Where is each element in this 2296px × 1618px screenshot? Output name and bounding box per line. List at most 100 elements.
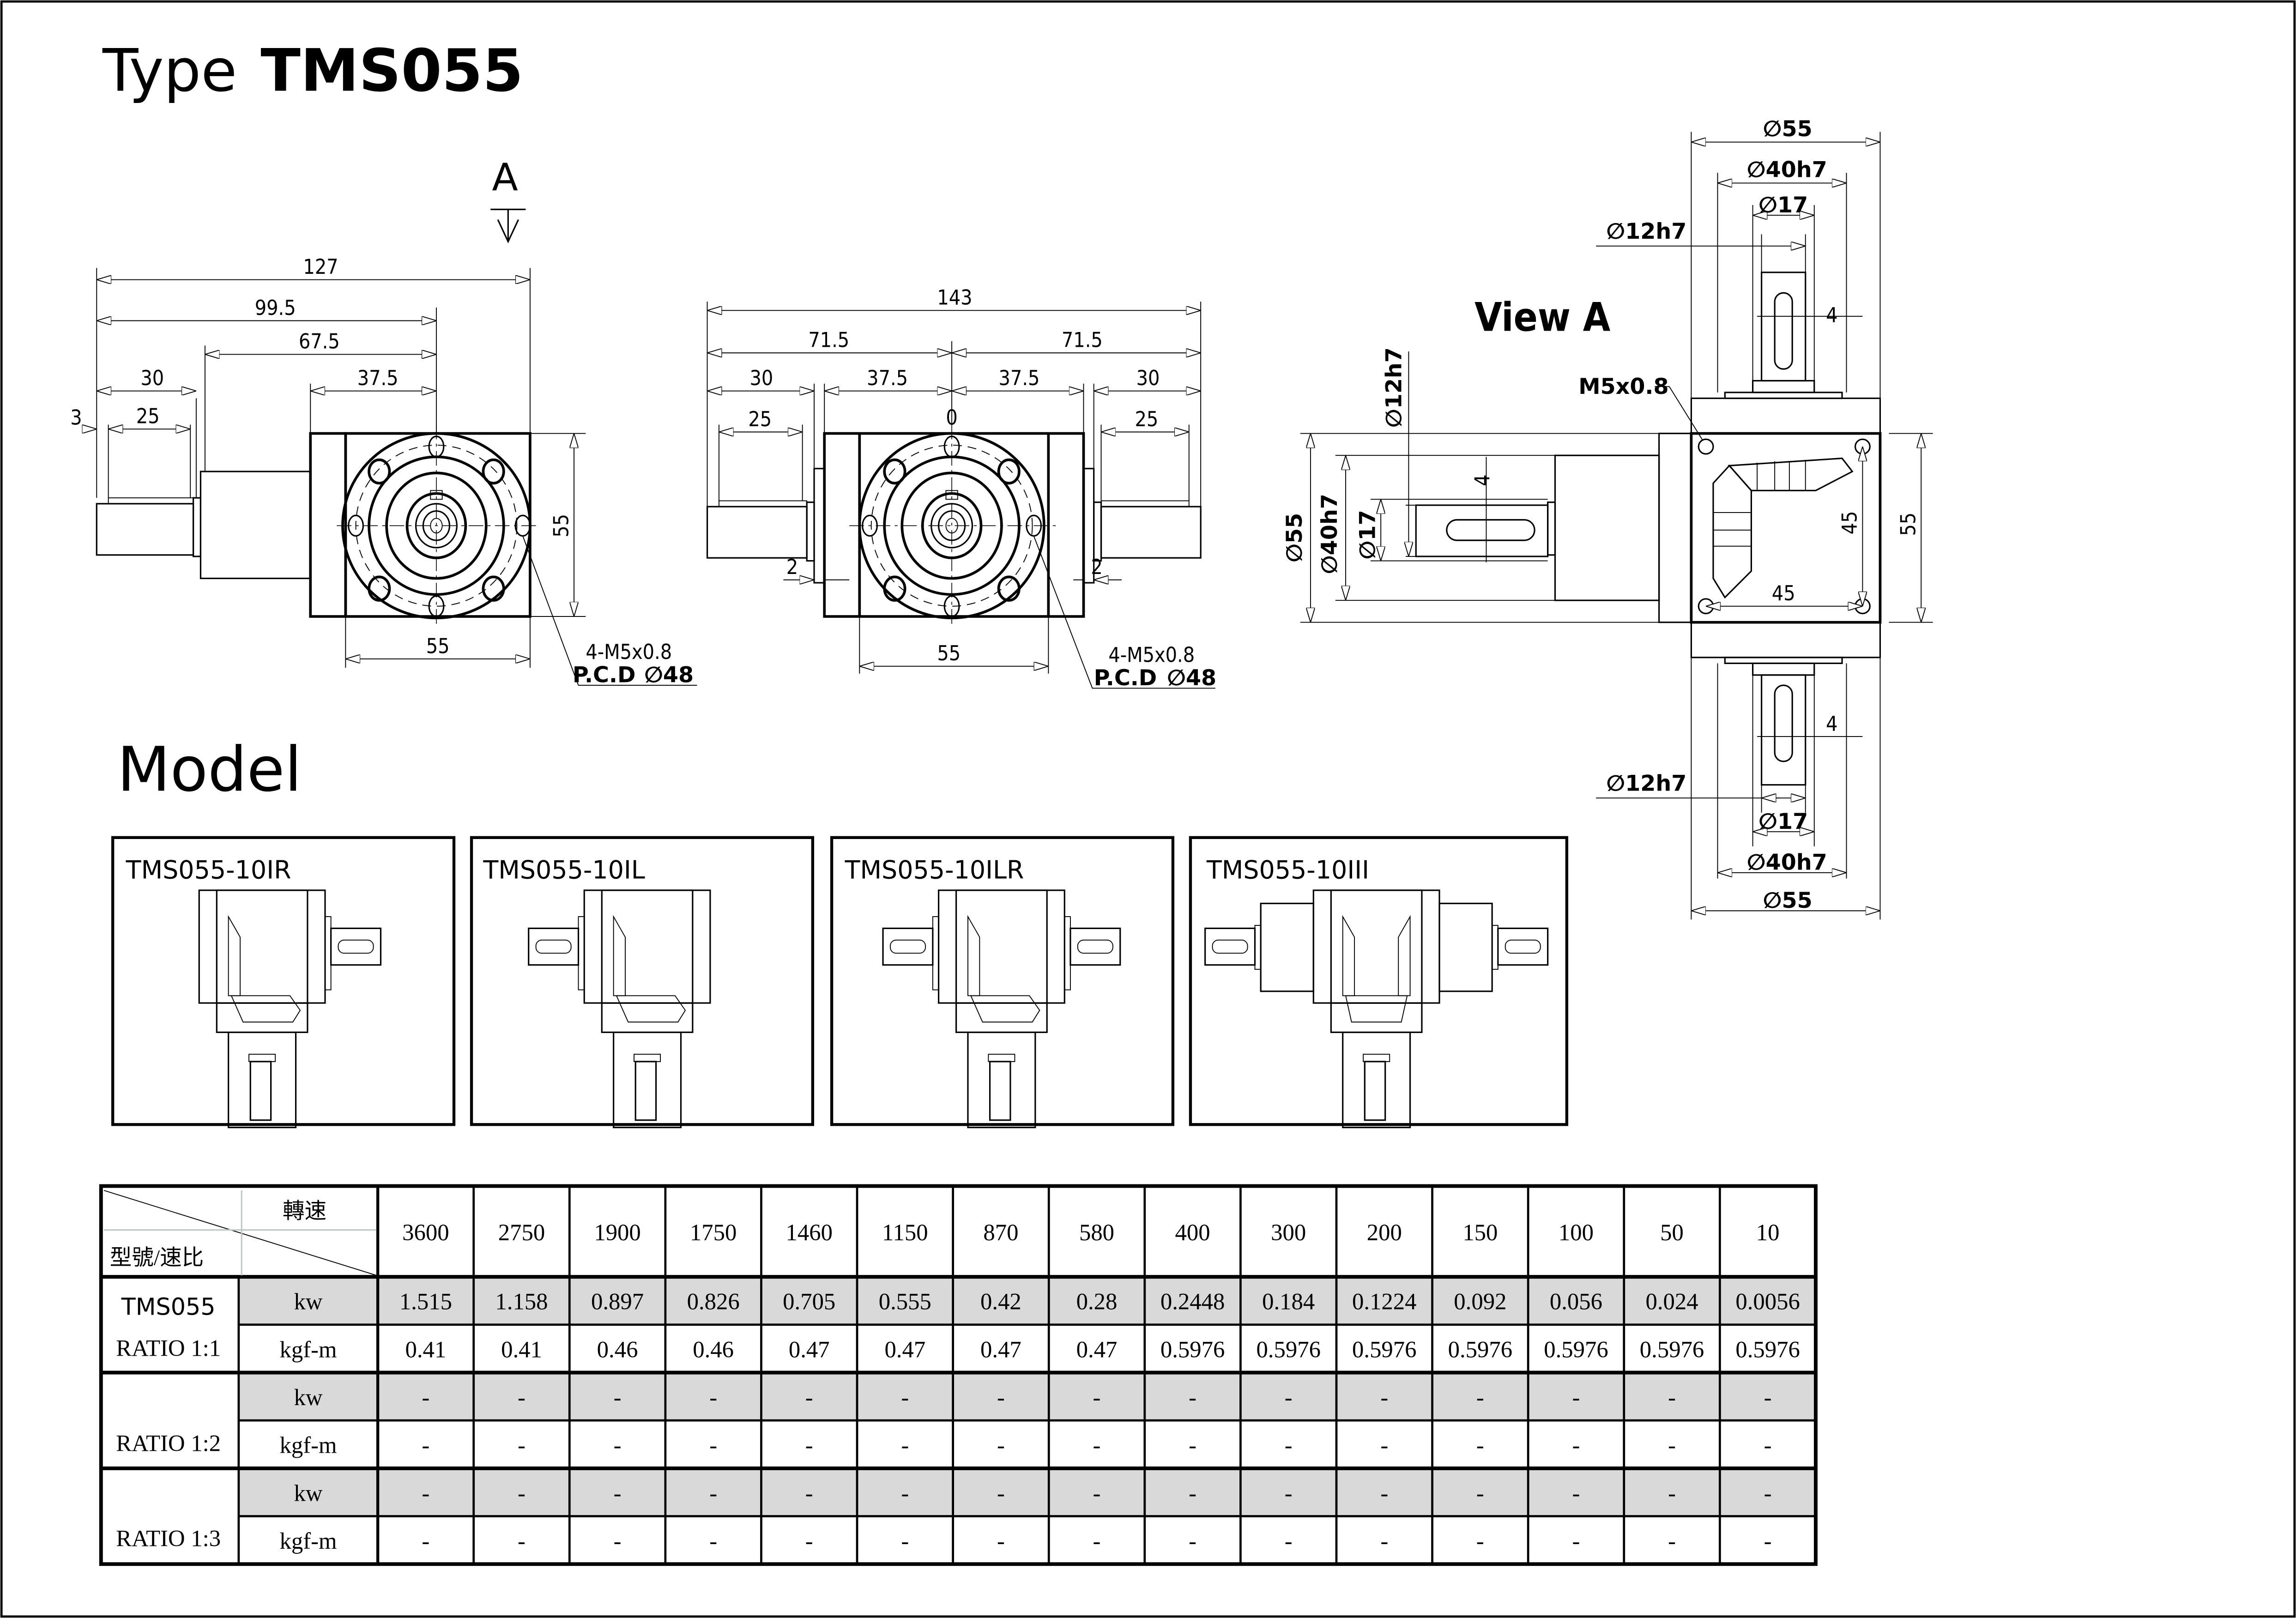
speed-header: 300 xyxy=(1271,1220,1306,1245)
table-cell: - xyxy=(1189,1528,1196,1554)
dim-37-5: 37.5 xyxy=(357,367,399,390)
view-a-dimensions: ∅55 ∅40h7 ∅17 ∅12h7 4 M5x0.8 45 45 55 xyxy=(1282,116,1933,920)
table-cell: 0.5976 xyxy=(1256,1336,1320,1362)
dim-71-5-right: 71.5 xyxy=(1062,329,1103,352)
group-ratio-1-3: RATIO 1:3 xyxy=(116,1526,221,1552)
table-cell: - xyxy=(1285,1384,1293,1410)
speed-header: 150 xyxy=(1462,1220,1498,1245)
dim-dia-17-top: ∅17 xyxy=(1758,193,1808,218)
table-cell: - xyxy=(709,1432,717,1458)
model-card-il[interactable]: TMS055-10IL xyxy=(470,836,815,1129)
table-cell: 0.1224 xyxy=(1352,1289,1416,1315)
table-cell: 0.47 xyxy=(980,1336,1021,1362)
speed-header: 870 xyxy=(983,1220,1018,1245)
model-card-ilr[interactable]: TMS055-10ILR xyxy=(830,836,1175,1129)
table-cell: - xyxy=(614,1528,622,1554)
table-cell: - xyxy=(1189,1432,1196,1458)
table-cell: 0.47 xyxy=(884,1336,925,1362)
table-cell: - xyxy=(518,1480,526,1506)
table-cell: - xyxy=(614,1480,622,1506)
table-cell: - xyxy=(997,1480,1005,1506)
table-cell: - xyxy=(518,1528,526,1554)
table-cell: - xyxy=(997,1384,1005,1410)
table-cell: 0.897 xyxy=(591,1289,644,1315)
speed-header: 1460 xyxy=(786,1220,833,1245)
table-cell: 0.5976 xyxy=(1640,1336,1704,1362)
table-cell: 0.184 xyxy=(1262,1289,1315,1315)
table-cell: - xyxy=(709,1480,717,1506)
corner-model-label: 型號/速比 xyxy=(110,1246,204,1270)
speed-header: 2750 xyxy=(498,1220,545,1245)
title-prefix: Type xyxy=(102,36,237,105)
table-cell: - xyxy=(1668,1528,1676,1554)
table-cell: 0.47 xyxy=(789,1336,830,1362)
side-dimensions: 127 99.5 67.5 30 37.5 25 3 55 55 4-M5x0.… xyxy=(70,255,697,688)
dim-3: 3 xyxy=(70,406,82,430)
table-cell: 0.056 xyxy=(1550,1289,1602,1315)
unit-label: kw xyxy=(294,1480,322,1506)
page-title: Type TMS055 xyxy=(102,36,523,105)
table-cell: 0.28 xyxy=(1076,1289,1118,1315)
speed-header: 1900 xyxy=(594,1220,640,1245)
table-cell: - xyxy=(1189,1480,1196,1506)
side-gearbox-body xyxy=(96,424,539,627)
dim-zero: 0 xyxy=(946,406,957,430)
view-a-marker: A xyxy=(492,155,518,199)
model-section-title: Model xyxy=(117,734,302,805)
dim-30: 30 xyxy=(140,367,164,390)
dim-25-right: 25 xyxy=(1135,408,1158,431)
thread-callout: 4-M5x0.8 xyxy=(586,640,672,664)
dim-dia-40-top: ∅40h7 xyxy=(1747,157,1827,183)
table-cell: - xyxy=(1285,1480,1293,1506)
dim-height-55: 55 xyxy=(1897,513,1921,536)
dim-dia-55-left: ∅55 xyxy=(1282,513,1307,562)
table-cell: - xyxy=(709,1528,717,1554)
model-card-iii[interactable]: TMS055-10III xyxy=(1189,836,1569,1129)
model-name: TMS055-10III xyxy=(1206,856,1369,885)
dim-25: 25 xyxy=(136,404,160,428)
dim-37-5-left: 37.5 xyxy=(867,367,908,390)
table-cell: 0.46 xyxy=(693,1336,734,1362)
table-cell: - xyxy=(1764,1384,1772,1410)
unit-label: kgf-m xyxy=(280,1432,337,1458)
dim-67-5: 67.5 xyxy=(299,330,340,354)
pcd-diameter: ∅48 xyxy=(1167,665,1216,691)
table-cell: 0.2448 xyxy=(1160,1289,1225,1315)
table-cell: - xyxy=(1285,1432,1293,1458)
table-cell: - xyxy=(805,1480,813,1506)
table-cell: - xyxy=(1380,1480,1388,1506)
table-cell: 0.555 xyxy=(879,1289,931,1315)
speed-header: 50 xyxy=(1660,1220,1684,1245)
dim-dia-12-bottom: ∅12h7 xyxy=(1606,771,1686,796)
table-cell: - xyxy=(1764,1528,1772,1554)
dim-25-left: 25 xyxy=(748,408,772,431)
table-cell: - xyxy=(901,1432,909,1458)
corner-speed-label: 轉速 xyxy=(283,1199,326,1223)
speed-header: 200 xyxy=(1367,1220,1402,1245)
table-cell: - xyxy=(1476,1384,1484,1410)
dim-key-left: 4 xyxy=(1471,474,1494,486)
table-cell: 0.705 xyxy=(783,1289,835,1315)
front-view: 143 71.5 71.5 30 37.5 37.5 30 25 25 0 2 … xyxy=(706,286,1216,691)
dim-30-left: 30 xyxy=(750,367,773,390)
shaded-row-bg xyxy=(238,1277,1816,1325)
dim-45-horizontal: 45 xyxy=(1772,582,1795,605)
table-cell: 0.5976 xyxy=(1352,1336,1416,1362)
unit-label: kgf-m xyxy=(280,1336,337,1362)
table-cell: - xyxy=(901,1528,909,1554)
table-cell: 0.826 xyxy=(687,1289,740,1315)
model-card-ir[interactable]: TMS055-10IR xyxy=(111,836,456,1129)
table-cell: - xyxy=(1668,1432,1676,1458)
dim-dia-40-bottom: ∅40h7 xyxy=(1747,850,1827,875)
front-gearbox-body xyxy=(706,424,1202,627)
speed-header: 3600 xyxy=(402,1220,449,1245)
table-cell: - xyxy=(1668,1480,1676,1506)
table-cell: - xyxy=(422,1432,429,1458)
table-cell: - xyxy=(1189,1384,1196,1410)
table-cell: - xyxy=(997,1432,1005,1458)
pcd-diameter: ∅48 xyxy=(644,663,694,688)
dim-dia-40-left: ∅40h7 xyxy=(1317,494,1342,574)
table-cell: - xyxy=(1093,1480,1101,1506)
dim-143: 143 xyxy=(937,286,972,310)
side-view: A xyxy=(70,155,697,688)
